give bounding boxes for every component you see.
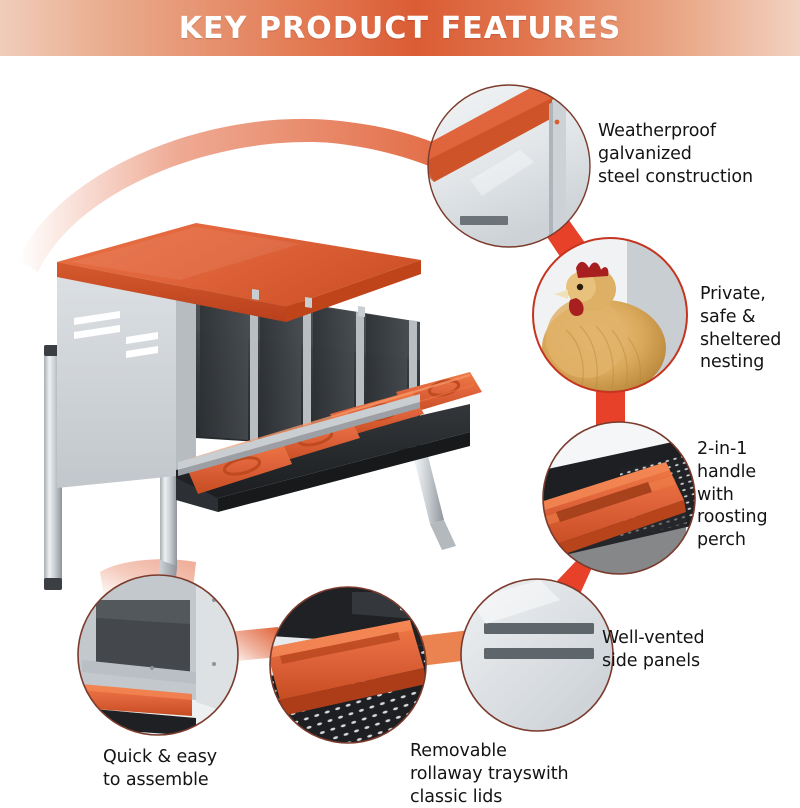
callout-private-nesting <box>532 237 688 393</box>
header-banner: KEY PRODUCT FEATURES <box>0 0 800 56</box>
ribbon-removable-to-quick <box>228 627 278 662</box>
product-roof-posts <box>252 289 365 317</box>
ribbon-to-weatherproof <box>18 118 474 272</box>
vent-slots-front-panel <box>126 332 158 358</box>
feature-label-weatherproof: Weatherproof galvanized steel constructi… <box>598 121 753 187</box>
product-roof-top <box>57 223 421 307</box>
vent-slot-lower <box>484 648 594 659</box>
hen-wattle <box>568 298 584 317</box>
callout-quick-assemble <box>77 574 239 736</box>
feature-label-well-vented: Well-vented side panels <box>602 628 705 671</box>
product-main-image <box>44 223 482 628</box>
product-roof-right-edge <box>286 260 421 322</box>
callout-circle-two-in-one-handle <box>542 421 696 575</box>
hen-eye <box>576 283 584 291</box>
callout-circle-private-nesting <box>532 237 688 393</box>
callout-two-in-one-handle <box>542 421 696 575</box>
feature-label-removable-trays: Removable rollaway trayswith classic lid… <box>410 741 569 807</box>
callout-circle-weatherproof <box>427 84 591 248</box>
vent-slot-upper <box>484 623 594 634</box>
callout-circle-well-vented <box>460 578 614 732</box>
product-perch-rail <box>178 394 420 470</box>
vent-slots-left-panel <box>74 311 120 339</box>
hen-comb <box>576 261 609 278</box>
callout-well-vented <box>460 578 614 732</box>
page-title: KEY PRODUCT FEATURES <box>178 10 622 46</box>
callout-weatherproof <box>427 84 591 248</box>
callout-circle-quick-assemble <box>77 574 239 736</box>
feature-label-two-in-one-handle: 2-in-1 handle with roosting perch <box>697 439 768 550</box>
callout-removable-trays <box>269 586 427 744</box>
hen-beak <box>554 290 568 299</box>
product-roof-front-edge <box>57 262 286 322</box>
product-side-panel-left <box>57 244 176 488</box>
ribbon-vented-to-removable <box>420 630 470 666</box>
callout-circle-removable-trays <box>269 586 427 744</box>
tray-handle-slot <box>556 482 652 522</box>
feature-label-quick-assemble: Quick & easy to assemble <box>103 747 218 790</box>
feature-label-private-nesting: Private, safe & sheltered nesting <box>700 284 782 373</box>
